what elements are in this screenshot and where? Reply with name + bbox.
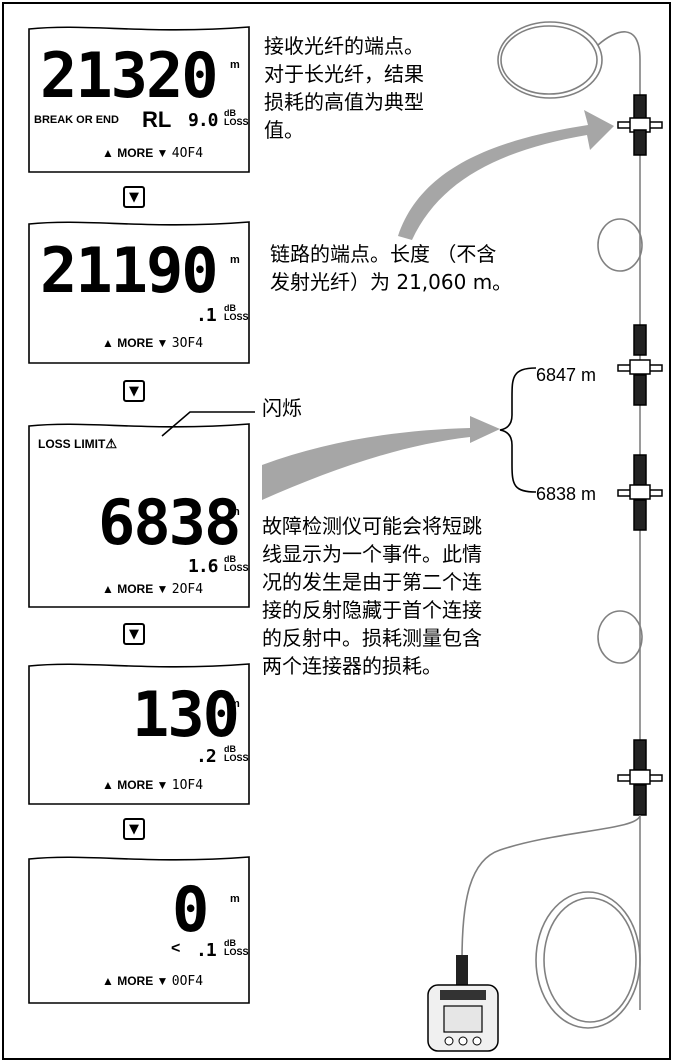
- loss-value: 1.6: [188, 556, 218, 577]
- lcd-outline: [28, 856, 250, 1004]
- down-arrow-button[interactable]: ▼: [123, 818, 145, 840]
- distance-readout: 130: [132, 678, 240, 751]
- down-arrow-icon: ▼: [129, 383, 139, 399]
- arrow-end-of-receive-fiber: [398, 110, 614, 240]
- loss-value: 9.0: [188, 110, 218, 131]
- unit-label: m: [230, 506, 240, 518]
- connector-adapter-2: [617, 324, 663, 406]
- down-arrow-icon: ▼: [129, 626, 139, 642]
- rl-label: RL: [142, 107, 172, 132]
- fiber-coil-bottom: [461, 814, 641, 1029]
- page-indicator: 1OF4: [171, 778, 204, 793]
- tester-device-icon: [427, 955, 499, 1052]
- more-indicator: ▲ MORE ▼ 1OF4: [102, 778, 204, 793]
- lcd-outline: [28, 423, 250, 608]
- down-arrow-button[interactable]: ▼: [123, 186, 145, 208]
- event-label: BREAK OR END: [34, 114, 119, 126]
- note-blinking: 闪烁: [262, 396, 302, 420]
- distance-readout: 0: [172, 873, 209, 946]
- loss-value: .2: [196, 746, 217, 767]
- less-than-sign: <: [171, 940, 181, 957]
- down-arrow-icon: ▼: [129, 821, 139, 837]
- more-indicator: ▲ MORE ▼ 0OF4: [102, 974, 204, 989]
- loss-value: .1: [196, 940, 217, 961]
- distance-readout: 6838: [98, 486, 241, 559]
- note-end-of-receive-fiber: 接收光纤的端点。 对于长光纤，结果 损耗的高值为典型 值。: [264, 34, 424, 142]
- lcd-outline: [28, 26, 250, 173]
- distance-brace: [499, 367, 537, 493]
- connector-adapter-4: [617, 739, 663, 816]
- unit-label: m: [230, 698, 240, 710]
- blinking-leader-line: [161, 411, 255, 437]
- lcd-outline: [28, 663, 250, 805]
- connector-adapter-3: [617, 454, 663, 531]
- unit-label: m: [230, 893, 240, 905]
- distance-readout: 21320: [40, 39, 219, 112]
- page-indicator: 0OF4: [171, 974, 204, 989]
- down-arrow-button[interactable]: ▼: [123, 623, 145, 645]
- lcd-outline: [28, 221, 250, 364]
- loss-limit-warning: LOSS LIMIT⚠: [38, 436, 117, 451]
- fiber-coil-small-1: [597, 218, 643, 272]
- distance-label-lower: 6838 m: [536, 484, 597, 504]
- note-end-of-link: 链路的端点。长度 （不含 发射光纤）为 21,060 m。: [270, 242, 513, 294]
- more-indicator: ▲ MORE ▼ 2OF4: [102, 582, 204, 597]
- more-indicator: ▲ MORE ▼ 3OF4: [102, 336, 204, 351]
- page-indicator: 4OF4: [171, 146, 204, 161]
- page-indicator: 3OF4: [171, 336, 204, 351]
- arrow-jumper-event: [262, 416, 500, 500]
- distance-label-upper: 6847 m: [536, 365, 597, 385]
- down-arrow-icon: ▼: [129, 189, 139, 205]
- fiber-coil-small-2: [597, 610, 643, 664]
- note-jumper-event: 故障检测仪可能会将短跳 线显示为一个事件。此情 况的发生是由于第二个连 接的反射…: [262, 514, 482, 678]
- warning-triangle-icon: ⚠: [105, 436, 117, 451]
- connector-adapter-1: [617, 94, 663, 156]
- more-indicator: ▲ MORE ▼ 4OF4: [102, 146, 204, 161]
- unit-label: m: [230, 59, 240, 71]
- down-arrow-button[interactable]: ▼: [123, 380, 145, 402]
- page-indicator: 2OF4: [171, 582, 204, 597]
- loss-value: .1: [196, 305, 217, 326]
- unit-label: m: [230, 254, 240, 266]
- distance-readout: 21190: [40, 234, 219, 307]
- fiber-coil-top: [497, 21, 641, 115]
